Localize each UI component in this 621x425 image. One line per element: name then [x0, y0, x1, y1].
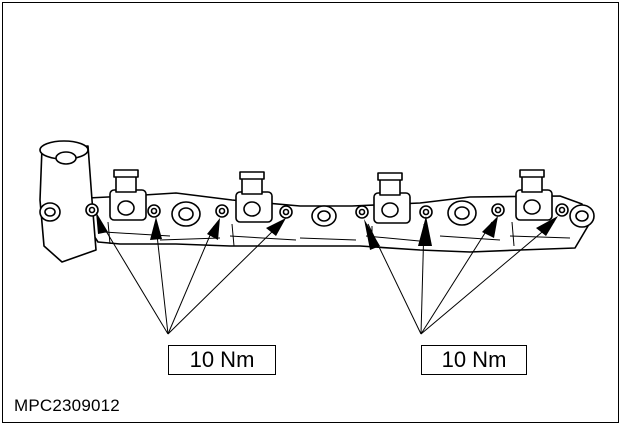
bolt-4	[279, 205, 293, 219]
arrow-bolt-6	[418, 216, 432, 246]
bolt-1	[85, 203, 99, 217]
figure-reference-code: MPC2309012	[14, 396, 120, 415]
bolt-8	[555, 203, 569, 217]
bolt-6	[419, 205, 433, 219]
arrow-bolt-3	[207, 218, 220, 240]
injector-1	[109, 169, 147, 221]
arrow-bolt-8	[536, 216, 558, 236]
torque-label-left: 10 Nm	[168, 345, 276, 375]
injector-2	[235, 171, 273, 223]
arrow-bolt-2	[150, 217, 162, 240]
arrow-bolt-5	[364, 219, 380, 250]
arrow-bolt-1	[96, 212, 108, 234]
arrow-bolt-4	[266, 218, 286, 236]
fuel-rail-body	[85, 192, 589, 253]
injector-3	[373, 172, 411, 224]
arrow-bolt-7	[482, 216, 498, 238]
injector-4	[515, 169, 553, 221]
bolt-3	[215, 204, 229, 218]
bolt-7	[491, 203, 505, 217]
bolt-5	[355, 205, 369, 219]
bolt-2	[147, 204, 161, 218]
torque-label-right: 10 Nm	[421, 345, 527, 375]
